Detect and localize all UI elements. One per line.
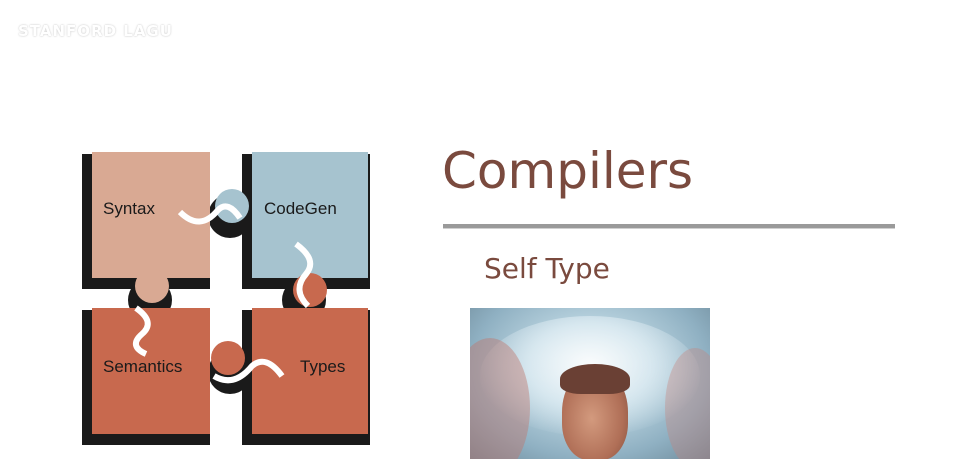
slide-title: Compilers (442, 142, 694, 200)
video-shade-right (665, 348, 710, 459)
types-piece (252, 308, 368, 434)
knob-syntax-down (133, 269, 169, 357)
label-syntax: Syntax (103, 199, 155, 218)
puzzle-graphic: Syntax CodeGen Semantics Types (70, 140, 390, 459)
knob-semantics-right (211, 341, 285, 384)
syntax-piece (92, 152, 210, 278)
label-semantics: Semantics (103, 357, 182, 376)
presenter-hair (560, 364, 630, 394)
label-types: Types (300, 357, 345, 376)
title-divider (443, 224, 895, 229)
knob-types-up (293, 241, 327, 309)
knob-codegen-left (177, 189, 249, 225)
label-codegen: CodeGen (264, 199, 337, 218)
presenter-video (470, 308, 710, 459)
semantics-piece (92, 308, 210, 434)
slide-subtitle: Self Type (484, 252, 610, 285)
watermark-logo: STANFORD LAGU (18, 22, 173, 40)
